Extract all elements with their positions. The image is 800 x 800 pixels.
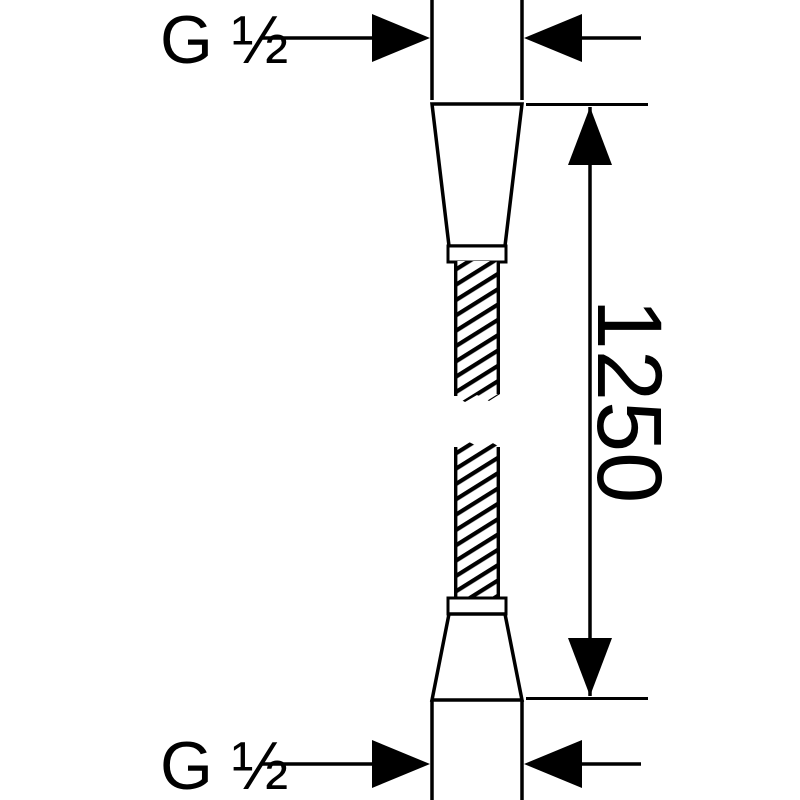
top-thread-label: G ½ xyxy=(160,2,289,78)
hose-body xyxy=(429,102,525,702)
bottom-connector-ferrule xyxy=(446,596,508,616)
top-dimension-arrow-left xyxy=(372,14,430,62)
top-connector-ferrule xyxy=(446,244,508,264)
bottom-dimension-arrow-left xyxy=(372,740,430,788)
top-connector-nut xyxy=(430,102,524,248)
bottom-connector-nut xyxy=(429,612,525,702)
hose-lower-segment xyxy=(454,440,500,599)
hose-upper-segment xyxy=(454,261,500,402)
length-dimension-label: 1250 xyxy=(578,299,680,504)
bottom-dimension-arrow-right xyxy=(524,740,582,788)
length-arrow-up xyxy=(568,107,612,165)
length-arrow-down xyxy=(568,638,612,696)
top-width-dimension: G ½ xyxy=(160,0,641,100)
length-dimension: 1250 xyxy=(526,103,680,700)
bottom-width-dimension: G ½ xyxy=(160,700,641,800)
top-dimension-arrow-right xyxy=(524,14,582,62)
